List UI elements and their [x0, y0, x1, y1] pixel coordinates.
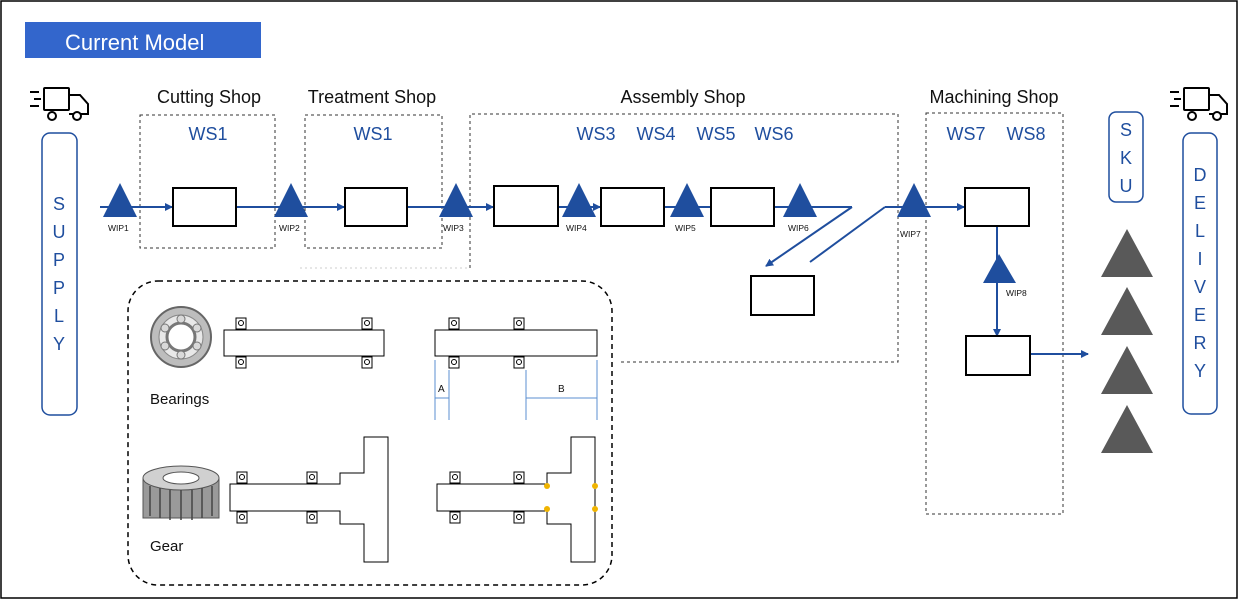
wip-triangle-8 — [983, 254, 1016, 283]
ws-label-ws4: WS4 — [636, 124, 675, 144]
dimension-b-label: B — [558, 384, 565, 395]
supply-panel — [41, 132, 78, 416]
flow-arrow — [765, 206, 853, 267]
sku-panel — [1108, 111, 1144, 203]
assembly-shop-label: Assembly Shop — [620, 87, 745, 107]
sku-letter: S — [1120, 120, 1132, 140]
supply-letter: U — [53, 222, 66, 242]
sku-triangle — [1101, 346, 1153, 394]
treatment-shop-box — [304, 114, 443, 249]
delivery-letter: V — [1194, 277, 1206, 297]
delivery-letter: Y — [1194, 361, 1206, 381]
process-box-ws5 — [710, 187, 775, 227]
wip-triangle-5 — [670, 183, 704, 217]
treatment-shop-label: Treatment Shop — [308, 87, 436, 107]
supply-letter: P — [53, 278, 65, 298]
delivery-letter: L — [1195, 221, 1205, 241]
supply-letter: L — [54, 306, 64, 326]
delivery-truck-icon — [1170, 87, 1228, 121]
gear-shaft-highlighted-drawing — [436, 436, 596, 563]
wip-triangle-3 — [439, 183, 473, 217]
supply-letter: S — [53, 194, 65, 214]
process-box-cutting — [172, 187, 237, 227]
wip-label-4: WIP4 — [566, 223, 587, 233]
bearing-shaft-dimensioned-drawing — [434, 317, 598, 369]
ws-label-ws7: WS7 — [946, 124, 985, 144]
supply-truck-icon — [30, 87, 89, 121]
delivery-letter: R — [1194, 333, 1207, 353]
wip-triangle-1 — [103, 183, 137, 217]
title-banner — [25, 22, 261, 58]
wip-label-3: WIP3 — [443, 223, 464, 233]
ws-label-ws6: WS6 — [754, 124, 793, 144]
delivery-letter: E — [1194, 193, 1206, 213]
flow-arrow — [809, 206, 886, 263]
wip-triangle-2 — [274, 183, 308, 217]
ws-label-cutting: WS1 — [188, 124, 227, 144]
bearing-image — [150, 306, 212, 368]
delivery-letter: E — [1194, 305, 1206, 325]
process-box-ws7 — [964, 187, 1030, 227]
wip-label-8: WIP8 — [1006, 288, 1027, 298]
ws-label-ws3: WS3 — [576, 124, 615, 144]
gear-image — [142, 465, 220, 520]
ws-label-ws5: WS5 — [696, 124, 735, 144]
machining-shop-label: Machining Shop — [929, 87, 1058, 107]
wip-label-5: WIP5 — [675, 223, 696, 233]
delivery-letter: I — [1197, 249, 1202, 269]
dimension-a-label: A — [438, 384, 445, 395]
machining-shop-box — [925, 112, 1064, 515]
diagram-title: Current Model — [65, 30, 204, 55]
supply-letter: P — [53, 250, 65, 270]
contact-point-markers — [544, 483, 598, 512]
sku-triangle — [1101, 287, 1153, 335]
cutting-shop-box — [139, 114, 276, 249]
gear-shaft-drawing — [229, 436, 389, 563]
wip-triangle-6 — [783, 183, 817, 217]
sku-letter: K — [1120, 148, 1132, 168]
cutting-shop-label: Cutting Shop — [157, 87, 261, 107]
sku-triangle — [1101, 229, 1153, 277]
delivery-letter: D — [1194, 165, 1207, 185]
ws-label-treatment: WS1 — [353, 124, 392, 144]
process-box-treatment — [344, 187, 408, 227]
sku-triangle — [1101, 405, 1153, 453]
wip-label-7: WIP7 — [900, 229, 921, 239]
process-box-ws6 — [750, 275, 815, 316]
wip-label-2: WIP2 — [279, 223, 300, 233]
dimension-lines — [434, 360, 598, 420]
ws-label-ws8: WS8 — [1006, 124, 1045, 144]
wip-label-6: WIP6 — [788, 223, 809, 233]
process-box-ws8 — [965, 335, 1031, 376]
wip-triangle-4 — [562, 183, 596, 217]
sku-letter: U — [1120, 176, 1133, 196]
supply-letter: Y — [53, 334, 65, 354]
process-box-ws3 — [493, 185, 559, 227]
assembly-shop-box — [469, 113, 899, 363]
bearing-shaft-drawing — [223, 317, 385, 369]
gear-label: Gear — [150, 538, 183, 555]
delivery-panel — [1182, 132, 1218, 415]
wip-label-1: WIP1 — [108, 223, 129, 233]
bearings-label: Bearings — [150, 391, 209, 408]
wip-triangle-7 — [897, 183, 931, 217]
process-box-ws4 — [600, 187, 665, 227]
